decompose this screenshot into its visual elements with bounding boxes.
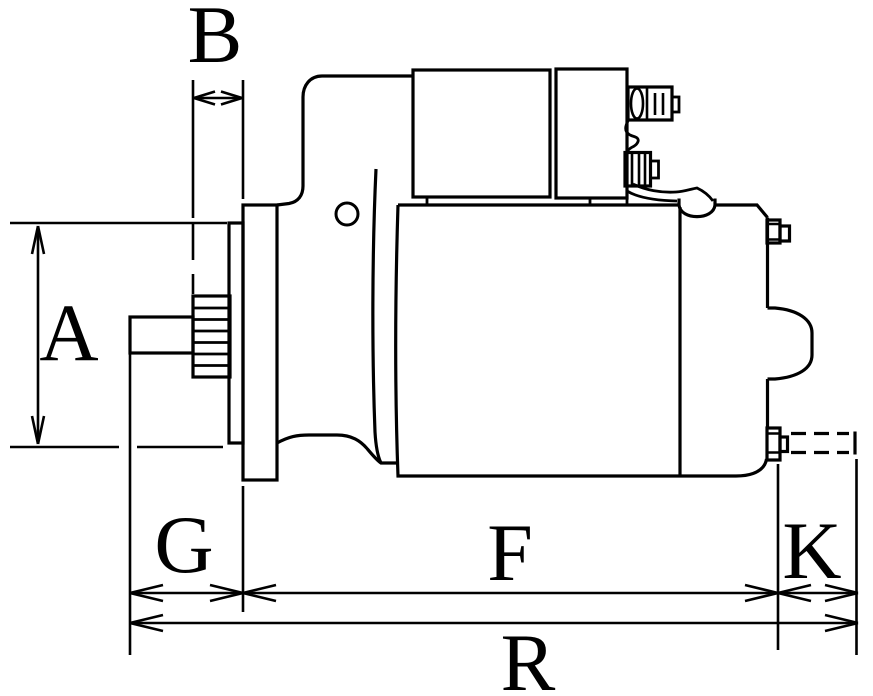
dim-gfk-extension-lines xyxy=(128,354,858,655)
rear-bump xyxy=(767,306,814,381)
battery-terminal-threads xyxy=(645,87,665,120)
mounting-flange xyxy=(241,203,279,482)
pinion-gear-teeth xyxy=(193,306,230,367)
upper-through-bolt-head xyxy=(778,224,792,243)
dim-label-r: R xyxy=(501,617,556,696)
field-terminal-threads xyxy=(630,152,647,186)
dimension-annotations xyxy=(10,80,859,655)
dim-b-arrows xyxy=(193,90,243,106)
dim-a-extension-lines xyxy=(10,221,227,449)
bolt-shank-hidden-line xyxy=(791,431,849,455)
dim-b-extension-lines xyxy=(191,80,245,218)
pilot-hole xyxy=(334,201,360,227)
dim-label-g: G xyxy=(154,499,213,590)
solenoid-main-body xyxy=(411,68,552,199)
housing-joint-curve xyxy=(371,168,383,464)
lower-through-bolt-head xyxy=(778,435,790,454)
solenoid-end-cap xyxy=(554,67,629,200)
drive-housing-bottom-profile xyxy=(276,433,397,465)
drive-shaft xyxy=(128,315,195,355)
terminal-wire xyxy=(624,120,640,153)
starter-motor-outline xyxy=(128,67,857,482)
field-terminal-tip xyxy=(649,159,660,180)
dim-gfk-arrows xyxy=(129,583,859,603)
drive-housing-top-profile xyxy=(276,74,413,207)
dim-a-arrows xyxy=(30,225,46,445)
yoke-top-edge xyxy=(398,203,769,219)
dimension-labels: B A G F K R xyxy=(39,0,841,696)
yoke-left-bottom-edge xyxy=(394,204,769,478)
wire-notch xyxy=(677,198,717,219)
battery-terminal-detail xyxy=(629,87,645,120)
battery-terminal-tip xyxy=(670,95,681,114)
dim-label-f: F xyxy=(487,507,533,598)
dim-r-arrows xyxy=(129,613,859,633)
dim-label-a: A xyxy=(39,287,98,378)
dim-label-b: B xyxy=(188,0,243,80)
dim-label-k: K xyxy=(782,505,841,596)
upper-through-bolt-lines xyxy=(767,222,780,241)
lower-through-bolt-lines xyxy=(767,432,780,454)
field-strap xyxy=(626,182,715,203)
